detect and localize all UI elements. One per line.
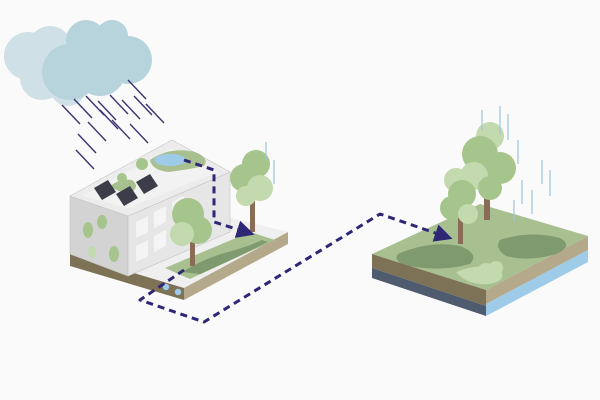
rain-streak (121, 99, 141, 120)
green-wall-patch (109, 246, 119, 262)
rain-streak (111, 119, 131, 140)
green-wall-patch (88, 246, 96, 258)
wetland-patch (396, 244, 474, 269)
rain-streak (127, 79, 147, 100)
cloud-puff (42, 44, 98, 100)
solar-panel-icon (94, 180, 116, 200)
rain-streak (99, 109, 119, 130)
green-wall-patch (97, 215, 107, 229)
light-rain (481, 106, 551, 222)
rain-streak (129, 123, 149, 144)
solar-panel-icon (136, 174, 158, 194)
plot-right-face (184, 232, 288, 300)
rain-streak (77, 133, 97, 154)
tree-foliage (458, 204, 478, 224)
plot-left-face (70, 254, 184, 300)
window (154, 206, 166, 228)
green-wall-patch (83, 222, 93, 238)
landscape-top (372, 204, 588, 290)
bioswale-water (182, 240, 268, 274)
rain-streak (109, 94, 129, 115)
rain-streak (87, 121, 107, 142)
rain-streak (73, 98, 93, 119)
tree-foliage (170, 222, 194, 246)
window (136, 216, 148, 238)
rain-streak (133, 95, 153, 116)
landscape-right-soil (486, 236, 588, 304)
tree-trunk (484, 186, 490, 220)
roof-shrub (136, 158, 148, 170)
drain-icon (174, 288, 182, 296)
tree-trunk (250, 196, 255, 232)
roof-shrub (117, 173, 127, 183)
tree-trunk (190, 238, 195, 266)
tree-foliage (478, 176, 502, 200)
solar-panel-icon (116, 186, 138, 206)
tree-foliage (236, 186, 256, 206)
landscape-icon (372, 204, 588, 316)
landscape-left-bedrock (372, 268, 486, 316)
shrub (489, 261, 503, 275)
flow-path-dashed (138, 212, 453, 324)
landscape-right-water (486, 250, 588, 316)
rain-streak (75, 149, 95, 170)
wetland-patch (498, 234, 567, 259)
tree-icon (460, 122, 516, 220)
landscape-left-soil (372, 254, 486, 306)
drain-icon (162, 283, 170, 291)
rain-streak (97, 100, 117, 121)
window (154, 230, 166, 252)
tree-icon (170, 198, 212, 266)
roof-pool (154, 154, 186, 166)
tree-icon (440, 168, 478, 244)
window (136, 240, 148, 262)
rain-streak (145, 103, 165, 124)
rain-streak (61, 104, 81, 125)
light-rain (265, 142, 275, 184)
tree-foliage (484, 152, 516, 184)
rain-streaks (61, 79, 165, 170)
runoff-arrow (183, 158, 255, 238)
tree-icon (230, 150, 273, 232)
cloud-icon (4, 20, 152, 106)
tree-trunk (458, 212, 463, 244)
